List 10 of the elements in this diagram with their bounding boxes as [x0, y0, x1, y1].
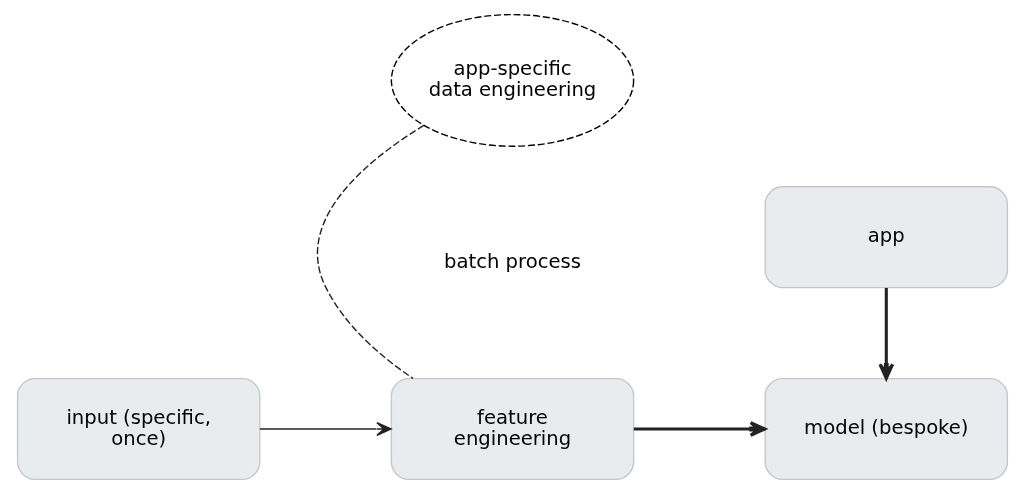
node-box: feature engineering [390, 377, 634, 480]
node-ellipse: app-specific data engineering [390, 13, 634, 147]
arrow [258, 421, 392, 436]
node-box: model (bespoke) [764, 377, 1008, 480]
arrow [633, 420, 766, 437]
arrow [877, 287, 894, 380]
label: batch process [443, 249, 581, 273]
node-box: input (specific, once) [16, 377, 260, 480]
connector [316, 124, 424, 379]
node-box: app [764, 185, 1008, 288]
